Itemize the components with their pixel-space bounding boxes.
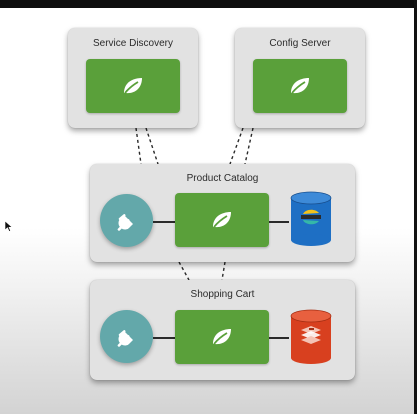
shopping-cart-api-endpoint[interactable] [100, 310, 153, 363]
product-catalog-api-endpoint[interactable] [100, 194, 153, 247]
link-catalog-cart-a [178, 261, 190, 281]
shopping-cart-box[interactable]: Shopping Cart [90, 280, 355, 380]
elasticsearch-database-icon[interactable] [289, 190, 333, 248]
plug-icon [117, 213, 133, 231]
catalog-connector-right [269, 221, 289, 223]
spring-leaf-icon [291, 78, 309, 94]
mouse-cursor-icon [5, 221, 13, 232]
config-server-box[interactable]: Config Server [235, 28, 365, 128]
catalog-connector-left [153, 221, 175, 223]
link-config-catalog-a [229, 127, 244, 165]
config-server-title: Config Server [269, 38, 331, 49]
link-catalog-cart-b [221, 261, 226, 281]
cart-connector-right [269, 337, 289, 339]
product-catalog-box[interactable]: Product Catalog [90, 164, 355, 262]
service-discovery-spring-node[interactable] [86, 59, 180, 113]
spring-leaf-icon [213, 212, 231, 228]
spring-leaf-icon [124, 78, 142, 94]
link-config-catalog-b [244, 127, 254, 165]
product-catalog-title: Product Catalog [186, 173, 259, 184]
window-top-bar [0, 0, 417, 8]
spring-leaf-icon [213, 329, 231, 345]
shopping-cart-title: Shopping Cart [190, 289, 255, 300]
plug-icon [117, 329, 133, 347]
redis-database-icon[interactable] [289, 308, 333, 366]
link-discovery-catalog-a [135, 127, 142, 165]
link-discovery-catalog-b [145, 127, 159, 165]
product-catalog-spring-node[interactable] [175, 193, 269, 247]
service-discovery-title: Service Discovery [92, 38, 174, 49]
shopping-cart-spring-node[interactable] [175, 310, 269, 364]
window-right-edge [414, 0, 417, 414]
service-discovery-box[interactable]: Service Discovery [68, 28, 198, 128]
cart-connector-left [153, 337, 175, 339]
config-server-spring-node[interactable] [253, 59, 347, 113]
